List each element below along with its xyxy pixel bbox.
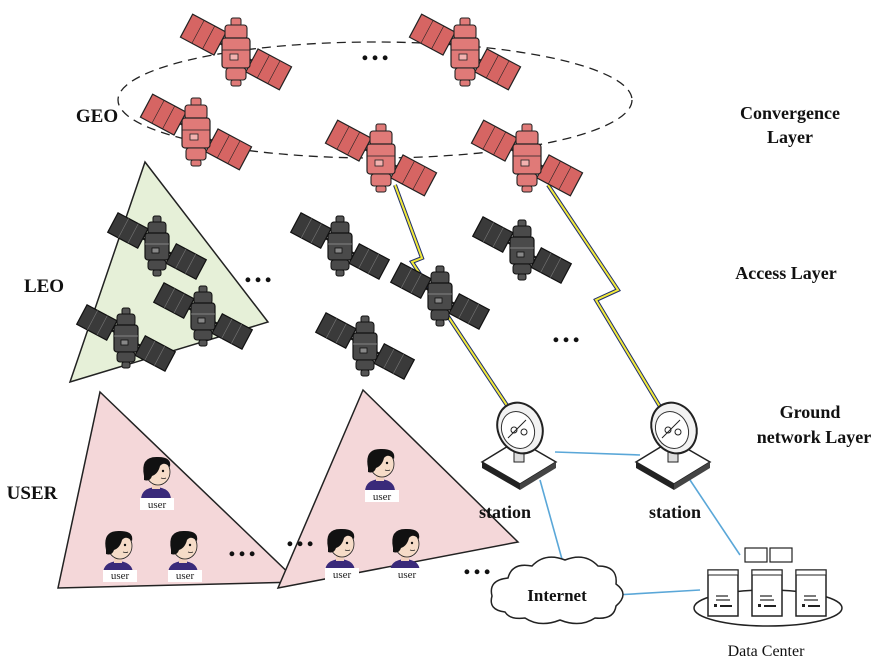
user-avatar-icon — [389, 528, 421, 573]
ellipsis: … — [285, 520, 315, 553]
geo-satellite-icon — [139, 93, 253, 171]
user-tag: user — [398, 569, 417, 581]
user-tag: user — [148, 499, 167, 511]
feeder-link-right — [546, 183, 670, 422]
user-avatar-icon — [364, 448, 396, 493]
ellipsis: … — [551, 316, 581, 349]
leo-satellite-icon — [289, 211, 391, 281]
ground-links — [539, 451, 741, 596]
leo-satellite-icon — [389, 261, 491, 331]
access-layer-label: Access Layer — [735, 263, 836, 283]
user-region-left — [57, 390, 300, 589]
convergence-layer-label: Layer — [767, 127, 813, 147]
user-avatar-icon — [102, 530, 134, 575]
user-avatar-icon — [324, 528, 356, 573]
feeder-link-left — [393, 184, 522, 427]
leo-satellite-icon — [471, 215, 573, 285]
station-label-left: station — [479, 502, 531, 522]
data-center-label: Data Center — [728, 643, 806, 660]
geo-satellite-icon — [408, 13, 522, 91]
user-tag: user — [373, 491, 392, 503]
user-tag: user — [176, 570, 195, 582]
leo-satellite-icon — [314, 311, 416, 381]
geo-label: GEO — [76, 106, 118, 127]
user-tag: user — [333, 569, 352, 581]
station-label-right: station — [649, 502, 701, 522]
convergence-layer-label: Convergence — [740, 103, 840, 123]
user-avatar-icon — [167, 530, 199, 575]
internet-label: Internet — [527, 586, 587, 605]
ground-layer-label: network Layer — [757, 427, 871, 447]
ellipsis: … — [360, 34, 390, 67]
ellipsis: … — [462, 548, 492, 581]
ground-layer-label: Ground — [780, 402, 841, 422]
geo-satellite-icon — [179, 13, 293, 91]
internet-cloud-icon — [490, 556, 624, 625]
ground-station-left-icon — [481, 394, 557, 491]
ellipsis: … — [243, 256, 273, 289]
user-label: USER — [7, 483, 58, 504]
data-center-servers-icon — [693, 547, 843, 627]
ellipsis: … — [227, 530, 257, 563]
user-avatar-icon — [140, 456, 172, 501]
ground-station-right-icon — [635, 394, 711, 491]
user-tag: user — [111, 570, 130, 582]
leo-label: LEO — [24, 276, 64, 297]
geo-satellite-icon — [470, 119, 584, 197]
